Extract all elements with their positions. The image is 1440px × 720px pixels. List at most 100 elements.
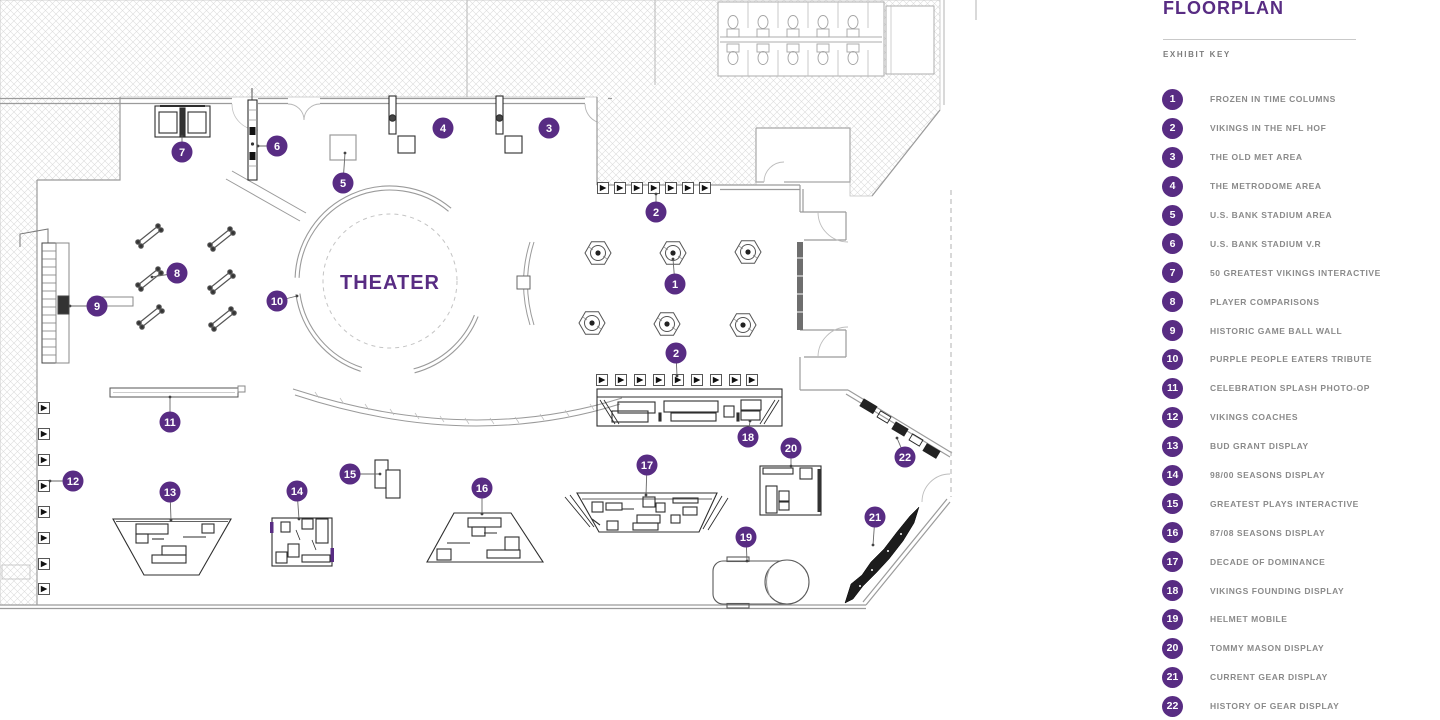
floorplan-map: THEATER [0,0,977,610]
legend-item-label: GREATEST PLAYS INTERACTIVE [1210,498,1359,509]
map-marker-5: 5 [332,151,354,194]
legend-item-label: THE OLD MET AREA [1210,152,1303,163]
legend-item-label: 87/08 SEASONS DISPLAY [1210,527,1326,538]
legend-item-number: 17 [1162,551,1183,573]
legend-item-label: TOMMY MASON DISPLAY [1210,643,1325,654]
legend-item-21: 21 CURRENT GEAR DISPLAY [1162,663,1381,692]
map-marker-1: 1 [664,257,686,295]
map-marker-4: 4 [432,117,454,139]
map-marker-3: 3 [538,117,560,139]
map-marker-8: 8 [150,262,188,284]
svg-text:13: 13 [164,487,176,499]
exhibit-17-decade-of-dominance [564,492,729,533]
svg-text:11: 11 [164,417,176,429]
legend-item-15: 15 GREATEST PLAYS INTERACTIVE [1162,489,1381,518]
legend-item-label: U.S. BANK STADIUM AREA [1210,210,1333,220]
legend-item-number: 18 [1162,580,1183,602]
svg-text:21: 21 [869,512,881,524]
legend-item-11: 11 CELEBRATION SPLASH PHOTO-OP [1162,374,1381,403]
exhibit-21-current-gear [844,506,920,604]
exhibit-key-heading: EXHIBIT KEY [1163,50,1231,59]
legend-item-number: 19 [1162,608,1183,630]
exhibit-16-8708-seasons [426,512,545,563]
exhibit-19-helmet-mobile [712,556,810,609]
svg-text:5: 5 [340,178,346,190]
walls [0,97,953,610]
hatched-walls [0,0,977,606]
map-marker-20: 20 [780,437,802,468]
svg-text:3: 3 [546,123,552,135]
legend-item-number: 8 [1162,291,1183,313]
legend-item-number: 11 [1162,377,1183,399]
svg-text:2: 2 [653,207,659,219]
legend-item-number: 21 [1162,666,1183,688]
exhibit-6-vr-panel [247,88,258,181]
legend-item-number: 16 [1162,522,1183,544]
svg-text:22: 22 [899,452,911,464]
exhibit-5-us-bank-area [329,134,357,161]
exhibit-9-game-ball-wall [19,228,134,364]
legend-item-5: 5 U.S. BANK STADIUM AREA [1162,201,1381,230]
exhibit-8-player-benches [135,223,237,332]
exhibit-7-50-greatest [154,105,211,138]
svg-text:1: 1 [672,279,678,291]
legend-item-label: U.S. BANK STADIUM V.R [1210,238,1322,249]
legend-item-number: 10 [1162,348,1183,370]
legend-item-label: CURRENT GEAR DISPLAY [1210,672,1328,683]
legend-item-number: 14 [1162,464,1183,486]
legend-item-number: 7 [1162,262,1183,284]
legend-item-number: 12 [1162,406,1183,428]
legend-item-label: VIKINGS FOUNDING DISPLAY [1210,585,1345,596]
theater: THEATER [225,170,623,427]
restroom-area [717,1,935,77]
legend-item-number: 22 [1162,695,1183,717]
exhibit-4-metrodome-kiosk [388,95,416,154]
svg-text:16: 16 [476,483,488,495]
svg-text:14: 14 [291,486,304,498]
svg-text:2: 2 [673,348,679,360]
map-marker-18: 18 [737,419,759,448]
exhibit-15-greatest-plays [374,459,401,499]
legend-item-14: 14 98/00 SEASONS DISPLAY [1162,461,1381,490]
svg-text:4: 4 [440,123,447,135]
legend-divider [1163,39,1356,40]
legend-item-number: 1 [1162,88,1183,110]
legend-item-number: 9 [1162,320,1183,342]
svg-text:15: 15 [344,469,356,481]
svg-text:6: 6 [274,141,280,153]
legend-item-number: 13 [1162,435,1183,457]
map-marker-19: 19 [735,526,757,563]
map-marker-13: 13 [159,481,181,522]
legend-item-3: 3 THE OLD MET AREA [1162,143,1381,172]
svg-text:7: 7 [179,147,185,159]
exhibit-12-coaches-wall [38,402,50,595]
exhibit-2-hof-row-top [597,182,711,194]
legend-item-label: CELEBRATION SPLASH PHOTO-OP [1210,383,1370,394]
legend-item-label: 98/00 SEASONS DISPLAY [1210,470,1326,481]
exhibit-14-9800-seasons [270,517,334,567]
legend-item-18: 18 VIKINGS FOUNDING DISPLAY [1162,576,1381,605]
map-marker-17: 17 [636,454,658,497]
legend-item-number: 5 [1162,204,1183,226]
legend-item-number: 15 [1162,493,1183,515]
legend-item-label: 50 GREATEST VIKINGS INTERACTIVE [1210,267,1381,278]
legend-item-number: 3 [1162,146,1183,168]
legend-item-number: 4 [1162,175,1183,197]
exhibit-11-photo-op [109,385,246,398]
map-marker-21: 21 [864,506,886,547]
svg-text:20: 20 [785,443,797,455]
exhibit-13-bud-grant [112,518,232,576]
